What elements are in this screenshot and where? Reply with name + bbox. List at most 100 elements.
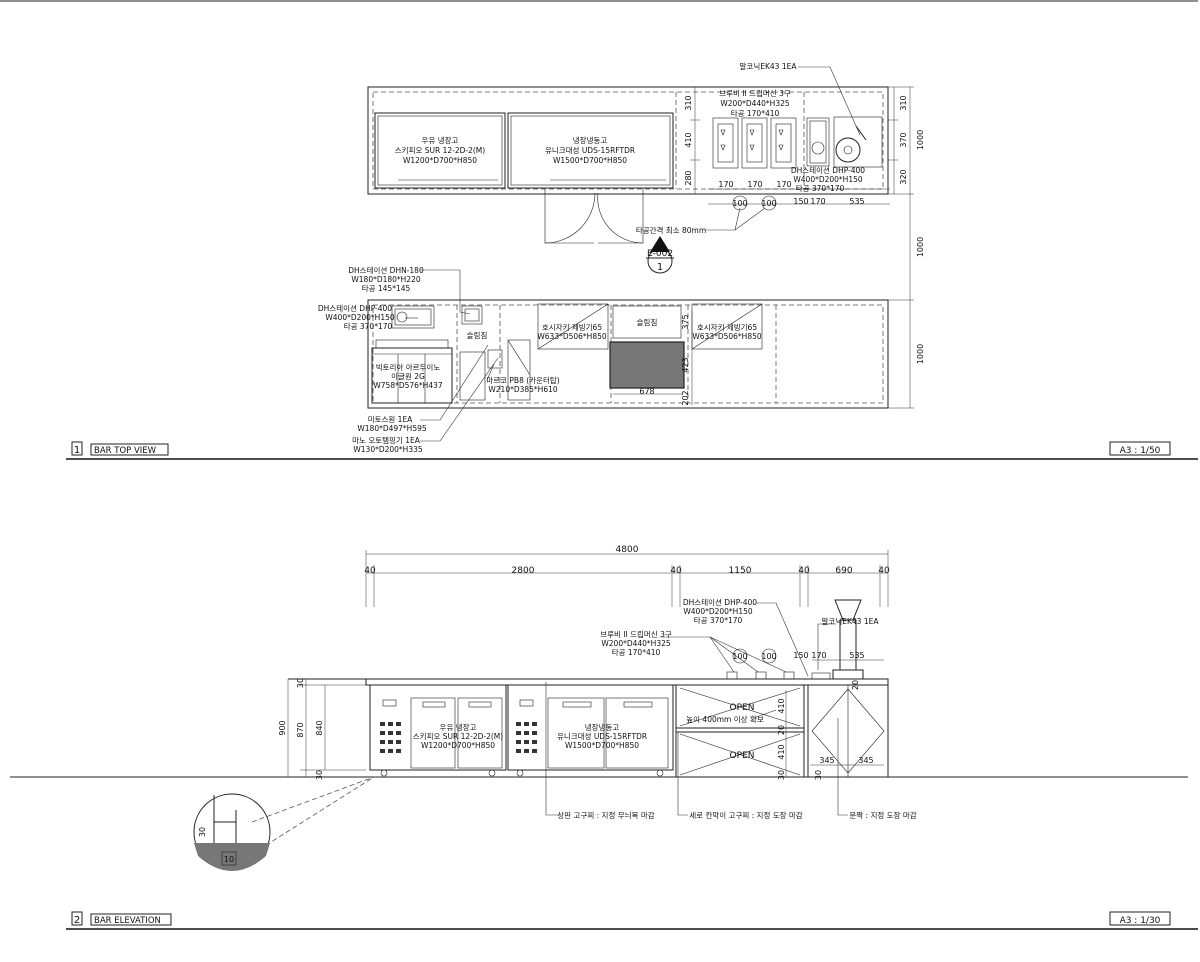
dim-c100b: 100 [761, 199, 776, 208]
elev-note-2: 세로 칸막이 고구찌 : 지정 도장 마감 [689, 810, 803, 820]
elev-d30d: 30 [814, 770, 823, 780]
elevation-title-block: 2 BAR ELEVATION A3 : 1/30 [66, 911, 1198, 930]
top-view-labels: 우유 냉장고 스키피오 SUR 12-2D-2(M) W1200*D700*H8… [318, 62, 865, 454]
brewer-holes [712, 117, 797, 169]
top-view-dimensions [613, 86, 914, 409]
top-view-leaders [405, 66, 861, 442]
milk-fridge-label-2: 스키피오 SUR 12-2D-2(M) [395, 146, 486, 155]
elev-seg-1: 40 [364, 566, 376, 576]
dim-l280: 280 [684, 170, 693, 185]
elev-h840: 840 [315, 720, 324, 735]
freezer-control-panel [516, 722, 537, 753]
elev-d20a: 20 [777, 725, 786, 735]
elev-d20b: 20 [851, 680, 860, 690]
elev-milk-3: W1200*D700*H850 [421, 741, 495, 750]
elev-total: 4800 [616, 545, 639, 555]
hole-gap-label: 타공간격 최소 80mm [636, 225, 706, 235]
dhp-right-label-2: W400*D200*H150 [793, 175, 863, 184]
elev-d170: 170 [811, 651, 826, 660]
freezer-label-3: W1500*D700*H850 [553, 156, 627, 165]
espresso-label-1: 빅토리아 아르두이노 [376, 362, 441, 372]
elev-dhp-1: DH스테이션 DHP-400 [683, 597, 757, 607]
elev-freezer-3: W1500*D700*H850 [565, 741, 639, 750]
dim-l310: 310 [684, 95, 693, 110]
sink-block [609, 341, 685, 389]
elev-dhp-3: 타공 370*170 [694, 616, 743, 625]
top-view-title: BAR TOP VIEW [94, 446, 157, 456]
top-view-title-num: 1 [74, 445, 80, 456]
dim-h535: 535 [849, 197, 864, 206]
elev-d30c: 30 [777, 770, 786, 780]
milk-fridge-outline [374, 112, 506, 189]
knockbox-label: 슬림짐 [467, 330, 488, 340]
elev-seg-7: 40 [878, 566, 890, 576]
dim-h170b: 170 [747, 180, 762, 189]
detail-dim-30: 30 [198, 827, 207, 837]
ice-maker-left-outline [537, 303, 609, 350]
elev-d410a: 410 [777, 698, 786, 713]
elev-seg-4: 1150 [729, 566, 752, 576]
dhp-left-label-2: W400*D200*H150 [325, 313, 395, 322]
dim-d423: 423 [681, 357, 690, 372]
milk-fridge-label-3: W1200*D700*H850 [403, 156, 477, 165]
elev-seg-2: 2800 [512, 566, 535, 576]
elev-h900: 900 [278, 720, 287, 735]
mitosui-label-2: W180*D497*H595 [357, 424, 427, 433]
elevation-leaders [545, 602, 848, 816]
dim-gap1000: 1000 [916, 237, 925, 257]
top-view-scale: A3 : 1/50 [1120, 446, 1161, 456]
elevation-title-num: 2 [74, 915, 80, 926]
ek43-top-icon [835, 137, 861, 163]
brewer-label-3: 타공 170*410 [731, 109, 780, 118]
dim-lower1000: 1000 [916, 344, 925, 364]
mano-label-2: W130*D200*H335 [353, 445, 423, 454]
elevation-title: BAR ELEVATION [94, 916, 161, 926]
elev-brewer-3: 타공 170*410 [612, 648, 661, 657]
detail-dim-10: 10 [224, 855, 234, 864]
ice-right-label-2: W633*D506*H850 [692, 332, 762, 341]
elev-d410b: 410 [777, 744, 786, 759]
elevation-view [10, 550, 1188, 871]
section-tag: E-002 [647, 249, 673, 259]
elev-d150: 150 [793, 651, 808, 660]
elevation-labels: 4800 40 2800 40 1150 40 690 40 DH스테이션 DH… [198, 545, 917, 864]
marco-label-2: W210*D385*H610 [488, 385, 558, 394]
marco-label-1: 마르코 PB8 (카운터탑) [486, 376, 559, 385]
freezer-outline [507, 112, 674, 189]
dhn-label-2: W180*D180*H220 [351, 275, 421, 284]
top-view-plan [367, 86, 889, 409]
ice-right-label-1: 호시자키 제빙기65 [697, 323, 757, 332]
elev-d345a: 345 [819, 756, 834, 765]
elev-seg-6: 690 [835, 566, 852, 576]
dhp-left-label-3: 타공 370*170 [344, 322, 393, 331]
dhn-label-1: DH스테이션 DHN-180 [348, 265, 424, 275]
elev-milk-1: 우유 냉장고 [440, 722, 477, 732]
dim-d678: 678 [639, 387, 654, 396]
dim-r370: 370 [899, 132, 908, 147]
elev-open-2: OPEN [730, 751, 755, 761]
brewer-label-1: 브루비 II 드립머신 3구 [719, 89, 791, 98]
mano-label-1: 마노 오토탬핑기 1EA [352, 435, 421, 445]
ice-left-label-1: 호시자키 제빙기65 [542, 323, 602, 332]
dhp-right-label-1: DH스테이션 DHP-400 [791, 165, 865, 175]
mitosui-label-1: 미토스원 1EA [368, 415, 413, 424]
elev-note-1: 상판 고구찌 : 지정 무늬목 마감 [557, 810, 654, 820]
elev-brewer-1: 브루비 II 드립머신 3구 [600, 630, 672, 639]
freezer-label-2: 유니크대성 UDS-15RFTDR [545, 146, 635, 155]
elev-note-3: 문짝 : 지정 도장 마감 [849, 810, 916, 820]
section-num: 1 [657, 262, 663, 273]
espresso-label-2: 이글원 2G [391, 371, 425, 381]
elev-freezer-1: 냉장냉동고 [585, 722, 620, 732]
dhp-left-label-1: DH스테이션 DHP-400 [318, 303, 392, 313]
elev-milk-2: 스키피오 SUR 12-2D-2(M) [413, 732, 504, 741]
elev-c100b: 100 [761, 652, 776, 661]
dhn-label-3: 타공 145*145 [362, 284, 411, 293]
elev-clearance: 높이 400mm 이상 확보 [686, 714, 764, 724]
freezer-label-1: 냉장냉동고 [573, 135, 608, 145]
ice-left-label-2: W633*D506*H850 [537, 332, 607, 341]
elev-open-1: OPEN [730, 703, 755, 713]
dim-h170d: 170 [810, 197, 825, 206]
ek43-elevation-icon [832, 599, 864, 680]
elev-freezer-2: 유니크대성 UDS-15RFTDR [557, 732, 647, 741]
